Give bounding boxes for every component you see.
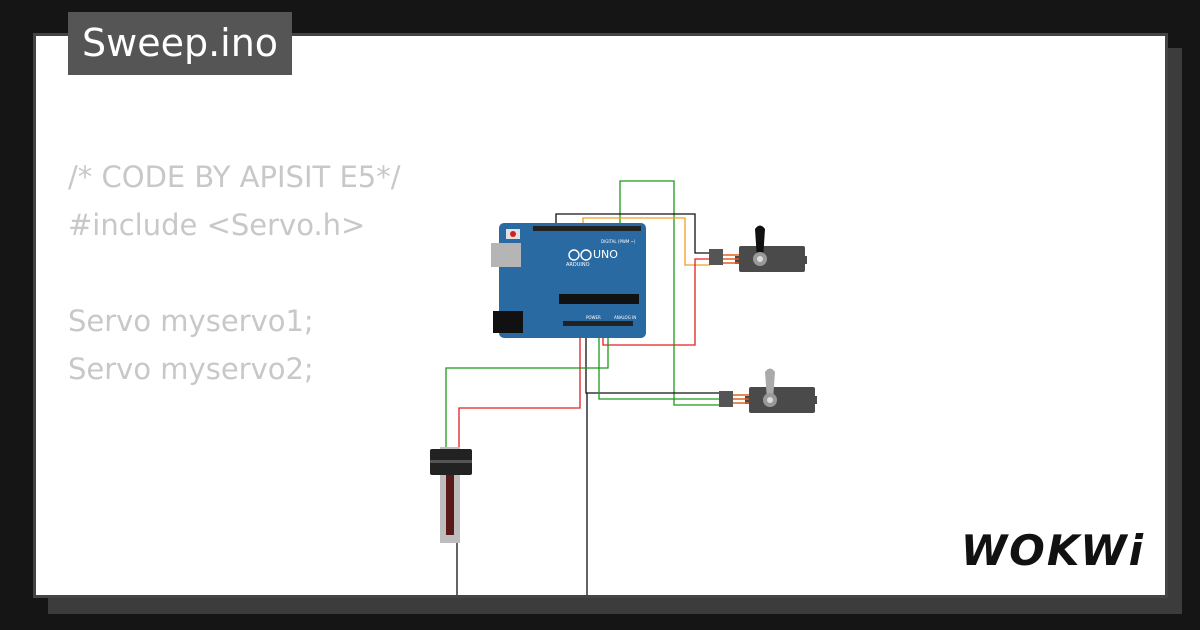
code-preview: /* CODE BY APISIT E5*/ #include <Servo.h>… <box>68 153 401 393</box>
servo-connector <box>709 249 723 265</box>
code-line: Servo myservo1; <box>68 304 314 338</box>
servo-arm <box>765 368 775 400</box>
board-model: UNO <box>593 248 618 261</box>
digital-header <box>533 226 641 231</box>
wire-green-2 <box>598 333 720 400</box>
power-jack <box>493 311 523 333</box>
header-digital-label: DIGITAL (PWM ~) <box>601 239 636 244</box>
circuit-diagram[interactable]: UNO ARDUINO DIGITAL (PWM ~) POWER ANALOG… <box>36 36 1168 598</box>
wire-red-2 <box>458 333 581 449</box>
reset-button <box>510 231 516 237</box>
code-line: Servo myservo2; <box>68 352 314 386</box>
servo-top[interactable] <box>709 225 807 273</box>
wire-black-2 <box>585 333 720 394</box>
board-brand: ARDUINO <box>566 262 590 268</box>
wire-green-3 <box>445 333 609 449</box>
analog-header <box>563 321 633 326</box>
atmega-chip <box>559 294 639 304</box>
servo-arm <box>755 225 765 259</box>
code-line: #include <Servo.h> <box>68 208 366 242</box>
header-power-label: POWER <box>586 315 601 320</box>
project-title: Sweep.ino <box>68 12 293 75</box>
wire-red-1 <box>602 258 710 346</box>
wire-orange-1 <box>582 217 710 266</box>
code-line: /* CODE BY APISIT E5*/ <box>68 160 401 194</box>
wires <box>445 180 720 595</box>
code-line-cut: void setup() { <box>68 586 270 595</box>
wire-green-1 <box>619 180 720 406</box>
servo-bottom[interactable] <box>719 368 817 414</box>
wire-black-1 <box>555 213 710 254</box>
arduino-uno-board[interactable]: UNO ARDUINO DIGITAL (PWM ~) POWER ANALOG… <box>491 223 646 338</box>
project-card[interactable]: /* CODE BY APISIT E5*/ #include <Servo.h>… <box>33 33 1168 598</box>
servo-connector <box>719 391 733 407</box>
usb-connector <box>491 243 521 267</box>
header-analog-label: ANALOG IN <box>614 315 636 320</box>
slide-potentiometer[interactable] <box>430 447 472 543</box>
wokwi-logo: WOKWi <box>960 526 1145 575</box>
